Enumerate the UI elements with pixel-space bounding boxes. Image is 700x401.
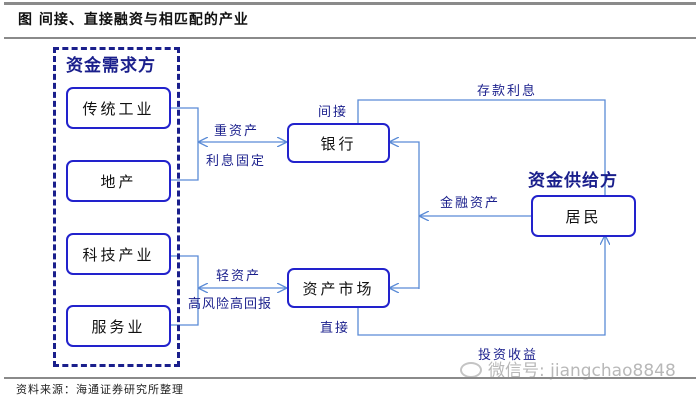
node-residents: 居民 [531,195,636,237]
label-fixed-interest: 利息固定 [206,154,267,169]
arrow-deposit-interest [357,99,605,208]
label-indirect: 间接 [318,105,349,120]
watermark-text: 微信号: jiangchao8848 [488,361,676,381]
label-direct: 直接 [320,321,351,336]
arrow-investment-return [357,236,605,336]
demand-side-group [53,47,180,367]
supply-side-title: 资金供给方 [528,171,618,191]
label-investment-return: 投资收益 [478,348,539,363]
arrow-to-bank [390,142,420,289]
figure-title: 图 间接、直接融资与相匹配的产业 [18,12,249,28]
node-real-estate: 地产 [66,160,171,202]
wechat-icon [460,362,482,378]
source-note: 资料来源：海通证券研究所整理 [16,383,184,396]
label-heavy-assets: 重资产 [214,124,260,139]
node-tech-industry: 科技产业 [66,233,171,275]
label-deposit-interest: 存款利息 [477,84,538,99]
label-financial-assets: 金融资产 [440,196,501,211]
node-traditional-industry: 传统工业 [66,87,171,129]
label-light-assets: 轻资产 [216,269,262,284]
node-capital-market: 资产市场 [287,268,390,308]
top-rule [4,2,696,5]
label-high-risk-high-return: 高风险高回报 [188,297,273,312]
node-bank: 银行 [287,123,390,163]
node-service-industry: 服务业 [66,305,171,347]
bottom-rule [4,377,696,379]
demand-side-title: 资金需求方 [66,56,156,76]
title-rule [4,37,696,39]
